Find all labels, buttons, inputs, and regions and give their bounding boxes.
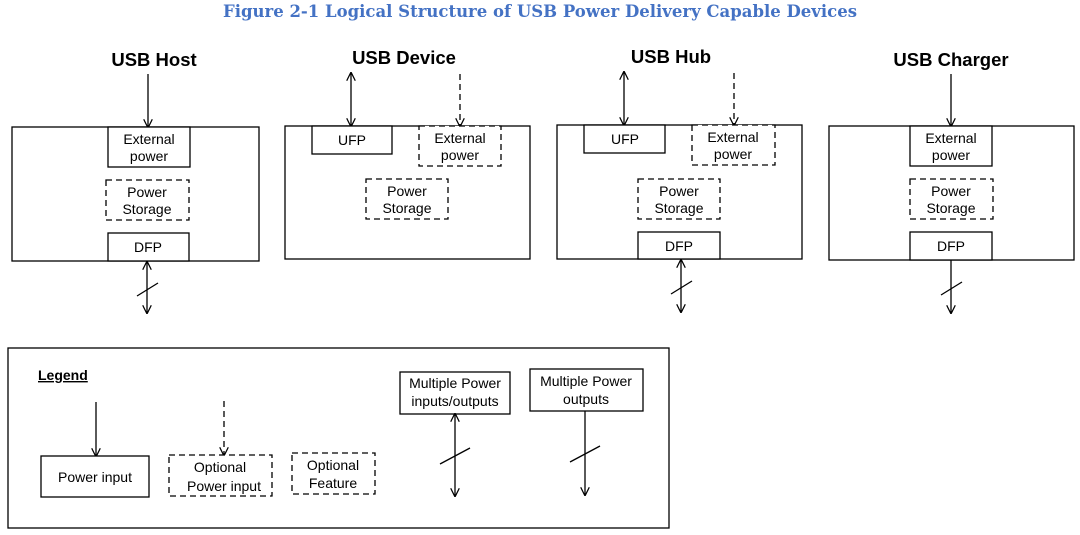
usb-host-multi-power-slash bbox=[136, 282, 159, 297]
usb-hub-power-storage-label-2: Storage bbox=[654, 200, 703, 216]
legend-multi-io-slash bbox=[439, 447, 471, 465]
usb-host-external-power-label-2: power bbox=[130, 148, 168, 164]
usb-hub-power-storage-box bbox=[637, 178, 721, 220]
usb-charger-power-storage-label-1: Power bbox=[931, 183, 971, 199]
usb-host-power-storage-label-1: Power bbox=[127, 184, 167, 200]
legend-multi-out-slash bbox=[569, 445, 601, 463]
usb-hub-title: USB Hub bbox=[631, 46, 711, 67]
usb-hub-block: USB Hub UFP External power Power Storage… bbox=[556, 46, 803, 312]
usb-device-power-storage-box bbox=[365, 178, 449, 220]
legend-title: Legend bbox=[38, 367, 88, 383]
usb-host-power-storage-box bbox=[105, 179, 190, 221]
usb-hub-dfp-label: DFP bbox=[665, 238, 693, 254]
legend-power-input-label: Power input bbox=[58, 469, 132, 485]
legend-multi-io-label-2: inputs/outputs bbox=[411, 393, 498, 409]
legend-multi-io-label-1: Multiple Power bbox=[409, 375, 501, 391]
legend-multi-out-label-2: outputs bbox=[563, 391, 609, 407]
legend-optional-feature-label-1: Optional bbox=[307, 457, 359, 473]
usb-charger-power-storage-label-2: Storage bbox=[926, 200, 975, 216]
usb-host-block: USB Host External power Power Storage DF… bbox=[11, 49, 260, 313]
legend-optional-power-input-label-2: Power input bbox=[187, 478, 261, 494]
legend-power-input-box bbox=[40, 455, 150, 498]
usb-host-dfp-box bbox=[107, 232, 190, 262]
usb-device-ufp-box bbox=[311, 125, 393, 155]
legend-multi-out-box bbox=[529, 368, 644, 412]
legend-multi-out-label-1: Multiple Power bbox=[540, 373, 632, 389]
usb-hub-ufp-label: UFP bbox=[611, 131, 639, 147]
usb-hub-multi-power-slash bbox=[670, 280, 693, 295]
usb-charger-external-power-label-1: External bbox=[925, 130, 976, 146]
usb-charger-multi-power-slash bbox=[940, 281, 963, 296]
usb-hub-external-power-label-2: power bbox=[714, 146, 752, 162]
legend-optional-power-input-box bbox=[168, 454, 273, 497]
usb-host-external-power-label-1: External bbox=[123, 131, 174, 147]
legend-optional-feature-label-2: Feature bbox=[309, 475, 357, 491]
usb-hub-external-power-label-1: External bbox=[707, 129, 758, 145]
usb-charger-title: USB Charger bbox=[893, 49, 1008, 70]
usb-host-title: USB Host bbox=[111, 49, 196, 70]
usb-charger-power-storage-box bbox=[909, 178, 994, 220]
usb-charger-dfp-label: DFP bbox=[937, 238, 965, 254]
usb-device-power-storage-label-1: Power bbox=[387, 183, 427, 199]
usb-device-ufp-label: UFP bbox=[338, 132, 366, 148]
usb-device-block: USB Device UFP External power Power Stor… bbox=[284, 47, 531, 260]
usb-hub-ufp-box bbox=[583, 124, 666, 154]
legend-optional-feature-box bbox=[291, 452, 376, 495]
usb-host-power-storage-label-2: Storage bbox=[122, 201, 171, 217]
usb-device-external-power-box bbox=[418, 125, 502, 167]
usb-hub-dfp-box bbox=[637, 231, 721, 260]
usb-charger-block: USB Charger External power Power Storage… bbox=[828, 49, 1075, 313]
usb-charger-dfp-box bbox=[909, 231, 993, 261]
usb-device-external-power-label-2: power bbox=[441, 147, 479, 163]
usb-device-power-storage-label-2: Storage bbox=[382, 200, 431, 216]
usb-hub-power-storage-label-1: Power bbox=[659, 183, 699, 199]
usb-device-title: USB Device bbox=[352, 47, 456, 68]
figure-title: Figure 2-1 Logical Structure of USB Powe… bbox=[223, 2, 857, 21]
usb-host-external-power-box bbox=[107, 126, 191, 168]
legend-optional-power-input-label-1: Optional bbox=[194, 459, 246, 475]
usb-host-dfp-label: DFP bbox=[134, 239, 162, 255]
usb-charger-external-power-box bbox=[909, 125, 993, 167]
usb-charger-external-power-label-2: power bbox=[932, 147, 970, 163]
legend-block: Legend Power input Optional Power input … bbox=[7, 347, 670, 529]
usb-hub-external-power-box bbox=[691, 124, 776, 166]
usb-device-external-power-label-1: External bbox=[434, 130, 485, 146]
